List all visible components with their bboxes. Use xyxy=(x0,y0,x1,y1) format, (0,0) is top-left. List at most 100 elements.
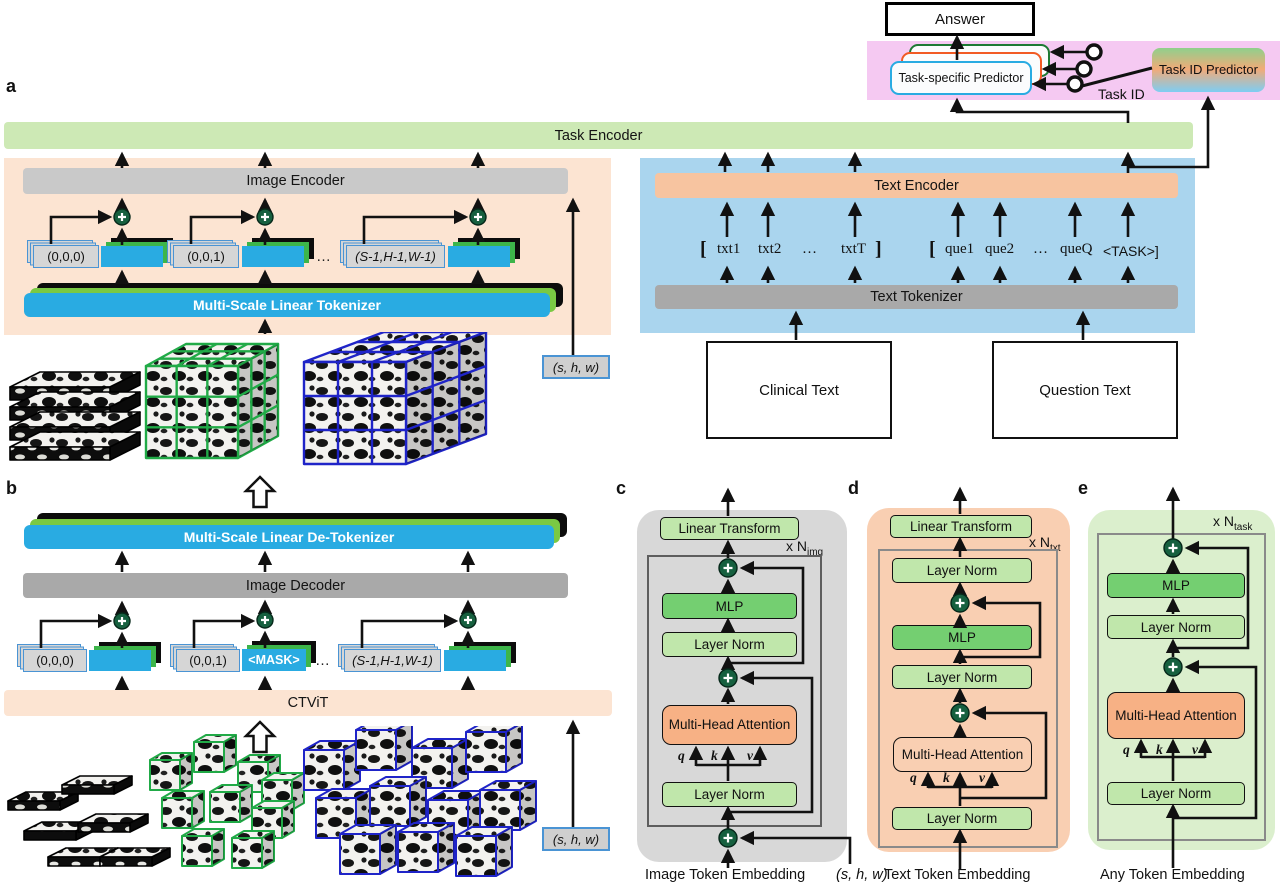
bracket-open: [ xyxy=(929,238,936,260)
layer-norm-box: Layer Norm xyxy=(662,782,797,807)
linear-transform-box: Linear Transform xyxy=(660,517,799,540)
ellipsis: … xyxy=(315,652,332,669)
position-token-label: (S-1,H-1,W-1) xyxy=(344,649,441,672)
panel-letter-b: b xyxy=(6,478,17,498)
any-token-embedding-label: Any Token Embedding xyxy=(1100,867,1245,883)
ellipsis: … xyxy=(1033,241,1048,257)
position-token-last: (S-1,H-1,W-1) xyxy=(338,644,441,672)
bracket-open: [ xyxy=(700,238,707,260)
image-encoder-label: Image Encoder xyxy=(246,173,345,189)
task-id-label: Task ID xyxy=(1098,86,1145,102)
k-label: k xyxy=(1156,742,1163,757)
multi-head-attention-box: Multi-Head Attention xyxy=(893,737,1032,772)
ctvit-bar: CTViT xyxy=(4,690,612,716)
multiscale-detokenizer-label: Multi-Scale Linear De-Tokenizer xyxy=(183,529,395,545)
panel-letter-c: c xyxy=(616,478,627,498)
k-label: k xyxy=(943,770,950,785)
ellipsis: … xyxy=(802,241,817,257)
repeat-block-outline xyxy=(1097,533,1266,841)
v-label: v xyxy=(1192,742,1198,757)
position-token-001: (0,0,1) xyxy=(170,644,240,672)
layer-norm-box: Layer Norm xyxy=(892,558,1032,583)
layer-norm-box: Layer Norm xyxy=(892,807,1032,830)
position-token-000: (0,0,0) xyxy=(27,240,99,268)
layer-norm-box: Layer Norm xyxy=(662,632,797,657)
task-specific-predictor-label: Task-specific Predictor xyxy=(898,70,1024,85)
text-tokenizer-bar: Text Tokenizer xyxy=(655,285,1178,309)
position-token-label: (0,0,0) xyxy=(23,649,87,672)
text-token: txtT xyxy=(841,241,866,257)
linear-transform-box: Linear Transform xyxy=(890,515,1032,538)
task-token: <TASK>] xyxy=(1103,243,1159,259)
layer-norm-box: Layer Norm xyxy=(1107,615,1245,639)
clinical-text-label: Clinical Text xyxy=(759,381,839,399)
ct-volumes-scattered xyxy=(4,720,540,880)
mlp-box: MLP xyxy=(662,593,797,619)
position-token-001: (0,0,1) xyxy=(167,240,239,268)
v-label: v xyxy=(979,770,985,785)
k-label: k xyxy=(711,748,718,763)
position-token-000: (0,0,0) xyxy=(17,644,87,672)
mask-token-label: <MASK> xyxy=(242,649,306,671)
bracket-close: ] xyxy=(875,238,882,260)
repeat-block-outline xyxy=(878,549,1058,848)
image-token-bar xyxy=(101,238,173,267)
panel-letter-a: a xyxy=(6,76,17,96)
position-token-label: (0,0,0) xyxy=(33,245,99,268)
text-token: txt2 xyxy=(758,241,782,257)
q-label: q xyxy=(1123,742,1130,757)
multiscale-detokenizer-bar: Multi-Scale Linear De-Tokenizer xyxy=(24,525,554,549)
position-token-label: (0,0,1) xyxy=(173,245,239,268)
image-token-embedding-label: Image Token Embedding xyxy=(645,867,806,883)
text-encoder-label: Text Encoder xyxy=(874,177,959,194)
text-token: txt1 xyxy=(717,241,741,257)
task-id-predictor-label: Task ID Predictor xyxy=(1159,62,1258,78)
multi-head-attention-box: Multi-Head Attention xyxy=(662,705,797,745)
q-label: q xyxy=(678,748,685,763)
multiscale-tokenizer-label: Multi-Scale Linear Tokenizer xyxy=(192,297,381,313)
task-specific-predictor-box: Task-specific Predictor xyxy=(890,61,1032,95)
clinical-text-box: Clinical Text xyxy=(706,341,892,439)
layer-norm-box: Layer Norm xyxy=(1107,782,1245,805)
panel-letter-e: e xyxy=(1078,478,1089,498)
ct-volumes-multiscale xyxy=(4,330,540,468)
image-token-bar xyxy=(444,642,516,671)
ctvit-label: CTViT xyxy=(287,695,329,711)
multi-head-attention-box: Multi-Head Attention xyxy=(1107,692,1245,739)
position-token-label: (S-1,H-1,W-1) xyxy=(346,245,445,268)
repeat-block-outline xyxy=(647,555,822,827)
v-label: v xyxy=(747,748,753,763)
shw-coords-box-b: (s, h, w) xyxy=(542,827,610,851)
answer-label: Answer xyxy=(934,10,986,28)
mask-token-bar: <MASK> xyxy=(242,641,316,671)
image-decoder-label: Image Decoder xyxy=(245,577,346,594)
question-text-box: Question Text xyxy=(992,341,1178,439)
image-token-bar xyxy=(242,238,314,267)
shw-coords-box-a: (s, h, w) xyxy=(542,355,610,379)
question-token: queQ xyxy=(1060,241,1093,257)
mlp-box: MLP xyxy=(892,625,1032,650)
answer-box: Answer xyxy=(885,2,1035,36)
layer-norm-box: Layer Norm xyxy=(892,665,1032,689)
task-encoder-label: Task Encoder xyxy=(554,127,643,144)
mlp-box: MLP xyxy=(1107,573,1245,598)
image-encoder-bar: Image Encoder xyxy=(23,168,568,194)
image-token-bar xyxy=(89,642,161,671)
repeat-count-img: x Nimg xyxy=(786,538,824,558)
repeat-count-task: x Ntask xyxy=(1213,513,1253,533)
q-label: q xyxy=(910,770,917,785)
panel-letter-d: d xyxy=(848,478,859,498)
multiscale-tokenizer-bar: Multi-Scale Linear Tokenizer xyxy=(24,293,550,317)
position-token-label: (0,0,1) xyxy=(176,649,240,672)
text-token-embedding-label: Text Token Embedding xyxy=(884,867,1031,883)
shw-coords-text: (s, h, w) xyxy=(836,867,888,883)
image-decoder-bar: Image Decoder xyxy=(23,573,568,598)
position-token-last: (S-1,H-1,W-1) xyxy=(340,240,445,268)
question-token: que2 xyxy=(985,241,1015,257)
task-id-predictor-box: Task ID Predictor xyxy=(1152,48,1265,92)
image-token-bar xyxy=(448,238,520,267)
text-tokenizer-label: Text Tokenizer xyxy=(870,289,963,305)
ellipsis: … xyxy=(316,248,333,265)
task-encoder-bar: Task Encoder xyxy=(4,122,1193,149)
